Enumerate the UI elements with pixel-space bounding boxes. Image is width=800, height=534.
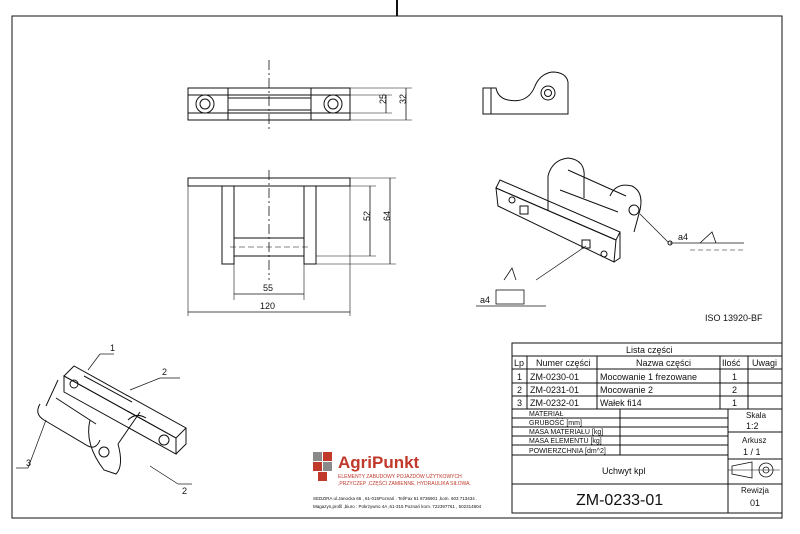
dim-52: 52	[362, 211, 372, 221]
value-scale: 1:2	[746, 421, 759, 431]
row3-name: Wałek fi14	[600, 398, 642, 408]
value-sheet: 1 / 1	[743, 447, 761, 457]
row3-qty: 1	[732, 398, 737, 408]
title-block-grid	[511, 408, 783, 514]
top-view	[187, 60, 412, 132]
label-sheet: Arkusz	[742, 436, 766, 445]
row1-number: ZM-0230-01	[530, 372, 579, 382]
row1-qty: 1	[732, 372, 737, 382]
row2-name: Mocowanie 2	[600, 385, 653, 395]
col-lp: Lp	[514, 358, 524, 368]
side-view	[482, 71, 569, 115]
dim-25: 25	[378, 94, 388, 104]
front-view	[187, 170, 396, 316]
sheet-border	[11, 15, 783, 519]
company-tagline-1: ELEMENTY ZABUDOWY POJAZDÓW UŻYTKOWYCH	[338, 473, 462, 480]
drawing-number: ZM-0233-01	[576, 492, 663, 509]
balloon-3: 3	[26, 458, 31, 468]
label-revision: Rewizja	[741, 486, 770, 495]
balloon-2-right: 2	[162, 367, 167, 377]
row1-lp: 1	[517, 372, 522, 382]
label-material-mass: MASA MATERIAŁU [kg]	[529, 429, 603, 436]
dim-64: 64	[382, 211, 392, 221]
projection-symbol	[728, 461, 780, 479]
weld-symbol-a4-lower: a4	[480, 295, 490, 305]
iso-view-left	[16, 353, 192, 485]
label-scale: Skala	[746, 411, 767, 420]
row2-lp: 2	[517, 385, 522, 395]
label-thickness: GRUBOŚĆ [mm]	[529, 418, 582, 427]
col-qty: Ilość	[722, 358, 741, 368]
label-surface: POWIERZCHNIA [dm^2]	[529, 448, 606, 455]
col-name: Nazwa części	[636, 358, 691, 368]
col-number: Numer części	[536, 358, 591, 368]
company-logo: AgriPunkt ELEMENTY ZABUDOWY POJAZDÓW UŻY…	[313, 452, 482, 509]
row2-number: ZM-0231-01	[530, 385, 579, 395]
weld-symbol-a4-right: a4	[678, 232, 688, 242]
dim-32: 32	[398, 94, 408, 104]
balloon-1-top: 1	[110, 343, 115, 353]
row3-lp: 3	[517, 398, 522, 408]
row2-qty: 2	[732, 385, 737, 395]
label-element-mass: MASA ELEMENTU [kg]	[529, 438, 602, 445]
col-notes: Uwagi	[752, 358, 777, 368]
part-name: Uchwyt kpl	[602, 466, 646, 476]
dim-120: 120	[260, 301, 275, 311]
parts-list-title: Lista części	[626, 345, 673, 355]
dim-55: 55	[263, 283, 273, 293]
company-address-2: Magazyn,profil ,biuro : Pokrzywno 4A ,61…	[313, 504, 482, 509]
company-tagline-2: ,PRZYCZEP ,CZĘŚCI ZAMIENNE, HYDRAULIKA S…	[338, 479, 471, 487]
balloon-2-bottom: 2	[182, 486, 187, 496]
value-revision: 01	[750, 498, 760, 508]
row3-number: ZM-0232-01	[530, 398, 579, 408]
company-address-1: SEDZIRA ul.Janocka 66 , 61-015Poznań . T…	[313, 496, 477, 501]
row1-name: Mocowanie 1 frezowane	[600, 372, 697, 382]
tolerance-standard: ISO 13920-BF	[705, 313, 763, 323]
iso-view-right	[476, 157, 744, 307]
company-name: AgriPunkt	[338, 453, 420, 472]
label-material: MATERIAŁ	[529, 411, 564, 418]
